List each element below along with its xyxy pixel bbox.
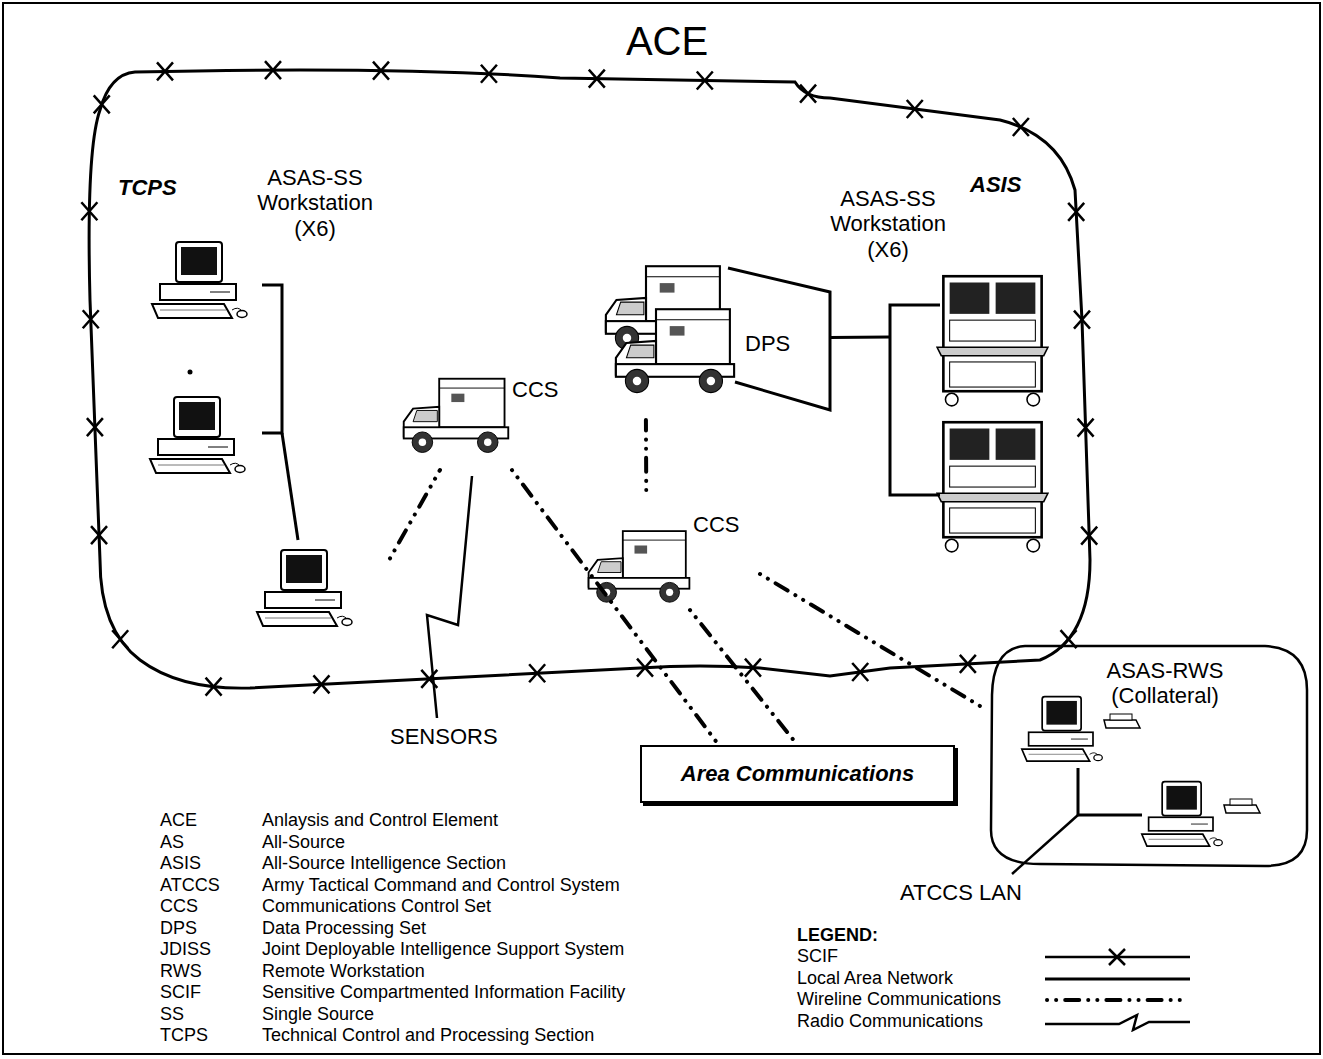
vehicle-label: CCS [693, 512, 739, 537]
legend-line-sample [1045, 1012, 1190, 1032]
scif-x-mark [852, 663, 868, 681]
legend-text: Local Area Network [797, 968, 953, 989]
abbreviation: ATCCS [160, 875, 220, 896]
region-title: ASAS-RWS (Collateral) [1080, 658, 1250, 709]
wireline-connector [690, 610, 798, 745]
legend-sample [1045, 990, 1190, 1010]
scif-x-mark [960, 655, 976, 673]
abbreviation: AS [160, 832, 184, 853]
legend-heading: LEGEND: [797, 925, 878, 946]
workstation-group: TCPS ASAS-SS Workstation (X6) [110, 160, 390, 640]
abbreviation: SCIF [160, 982, 201, 1003]
legend-sample [1045, 1012, 1190, 1032]
wireline-connector [512, 470, 719, 745]
scif-x-mark [529, 664, 545, 682]
scif-x-mark [265, 61, 281, 79]
region-line [991, 646, 1307, 866]
legend-line-sample [1045, 969, 1190, 989]
scif-outline [80, 20, 1110, 700]
workstation-label: ASAS-SS Workstation (X6) [813, 186, 963, 262]
vehicle-node: CCS [400, 365, 560, 470]
scif-x-mark [206, 678, 222, 696]
abbreviation: SS [160, 1004, 184, 1025]
legend-sample [1045, 947, 1190, 967]
abbreviation-definition: Joint Deployable Intelligence Support Sy… [262, 939, 624, 960]
section-name: TCPS [118, 175, 177, 200]
scif-x-mark [83, 310, 99, 328]
scif-x-mark [373, 62, 389, 80]
scif-x-mark [697, 71, 713, 89]
abbreviation-definition: Remote Workstation [262, 961, 425, 982]
abbreviation-definition: Technical Control and Processing Section [262, 1025, 594, 1046]
scif-x-mark [94, 95, 110, 113]
section-name: ASIS [970, 172, 1021, 197]
scif-x-mark [800, 85, 816, 103]
legend-line-sample [1045, 990, 1190, 1010]
abbreviation-definition: All-Source [262, 832, 345, 853]
process-box: Area Communications [640, 745, 955, 803]
scif-x-mark [1081, 527, 1097, 545]
scif-x-mark [157, 62, 173, 80]
scif-x-mark [1068, 203, 1084, 221]
scif-x-mark [1074, 311, 1090, 329]
wireline-connector [760, 574, 985, 709]
region-title: ACE [567, 18, 767, 64]
workstation-group: ASISASAS-SS Workstation (X6) [890, 160, 1065, 650]
vehicle-node: CCS [585, 490, 760, 610]
abbreviation: DPS [160, 918, 197, 939]
legend-text: SCIF [797, 946, 838, 967]
scif-x-mark [81, 202, 97, 220]
scif-x-mark [481, 65, 497, 83]
scif-x-mark [1013, 118, 1029, 136]
box-label: Area Communications [681, 761, 915, 786]
abbreviation-definition: Single Source [262, 1004, 374, 1025]
scif-region: ACE TCPS ASAS-SS Workstation (X6) CCS DPS ASI… [80, 20, 1110, 700]
abbreviation: TCPS [160, 1025, 208, 1046]
abbreviation: CCS [160, 896, 198, 917]
workstation-label: ASAS-SS Workstation (X6) [240, 165, 390, 241]
legend-text: Wireline Communications [797, 989, 1001, 1010]
legend-sample [1045, 969, 1190, 989]
sensor-label: SENSORS [390, 724, 498, 749]
abbreviation: RWS [160, 961, 202, 982]
wireline-connector [644, 420, 648, 490]
scif-x-mark [112, 630, 128, 648]
abbreviation: ACE [160, 810, 197, 831]
vehicle-node: DPS [590, 255, 830, 420]
abbreviation-definition: Army Tactical Command and Control System [262, 875, 620, 896]
collateral-region: ASAS-RWS (Collateral) [985, 640, 1315, 870]
scif-x-mark [313, 675, 329, 693]
abbreviation-definition: Anlaysis and Control Element [262, 810, 498, 831]
wireline-connector [390, 470, 440, 558]
abbreviation: ASIS [160, 853, 201, 874]
scif-x-mark [1078, 419, 1094, 437]
vehicle-label: DPS [745, 331, 790, 356]
vehicle-label: CCS [512, 377, 558, 402]
network-label: ATCCS LAN [900, 880, 1022, 905]
abbreviation-definition: Data Processing Set [262, 918, 426, 939]
scif-x-mark [907, 100, 923, 118]
abbreviation-definition: All-Source Intelligence Section [262, 853, 506, 874]
scif-x-mark [745, 659, 761, 677]
abbreviation-definition: Sensitive Compartmented Information Faci… [262, 982, 625, 1003]
scif-x-mark [87, 418, 103, 436]
scif-x-mark [421, 670, 437, 688]
scif-x-mark [589, 70, 605, 88]
scif-x-mark [91, 526, 107, 544]
lan-connector [830, 335, 890, 339]
scif-x-mark [637, 659, 653, 677]
abbreviation-definition: Communications Control Set [262, 896, 491, 917]
legend-text: Radio Communications [797, 1011, 983, 1032]
legend-line-sample [1045, 947, 1190, 967]
abbreviation: JDISS [160, 939, 211, 960]
scif-line [89, 70, 1090, 688]
